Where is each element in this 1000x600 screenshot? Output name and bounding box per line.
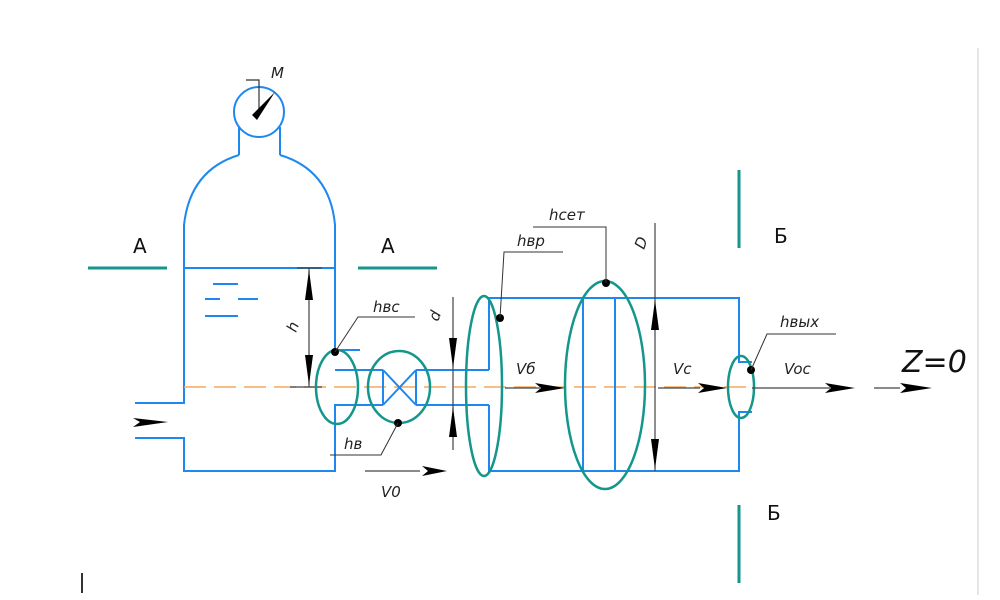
- gauge-label: М: [271, 64, 284, 82]
- section-b-top-label: Б: [774, 224, 788, 248]
- outlet-loss-label: hвых: [780, 313, 819, 331]
- voc-label: Voc: [784, 360, 812, 378]
- mesh-loss-label: hсет: [549, 206, 586, 224]
- outlet-loss-ellipse: [726, 354, 756, 420]
- valve-loss-label: hв: [344, 435, 363, 453]
- leaders: hвс hв hвр hсет hвых: [330, 206, 836, 456]
- pipe-diameter-dimension: d: [425, 297, 457, 450]
- section-a-right-label: А: [381, 234, 395, 258]
- manometer: М: [233, 64, 285, 155]
- inlet-loss-label: hвс: [373, 298, 400, 316]
- v0-label: V0: [381, 483, 401, 501]
- expansion-loss-ellipse: [464, 294, 504, 478]
- section-b-bottom-label: Б: [767, 501, 781, 525]
- velocity-arrows: V0 Vб Vc Voc: [365, 360, 932, 501]
- vb-label: Vб: [516, 360, 536, 378]
- level-height-label: h: [283, 319, 303, 334]
- mesh-loss-ellipse: [563, 279, 647, 491]
- vc-label: Vc: [673, 360, 692, 378]
- level-height-dimension: h: [283, 267, 322, 388]
- pipe-diameter-label: d: [425, 308, 445, 324]
- tank-diameter-dimension: D: [631, 223, 659, 471]
- datum-label: Z=0: [901, 345, 967, 380]
- expansion-loss-label: hвр: [517, 232, 545, 250]
- manometer-needle-icon: [252, 92, 275, 120]
- filter-body: [488, 297, 752, 472]
- section-a-left-label: А: [133, 234, 147, 258]
- tank: [133, 154, 360, 472]
- tank-diameter-label: D: [631, 234, 652, 251]
- inlet-flow-arrow-icon: [133, 418, 168, 427]
